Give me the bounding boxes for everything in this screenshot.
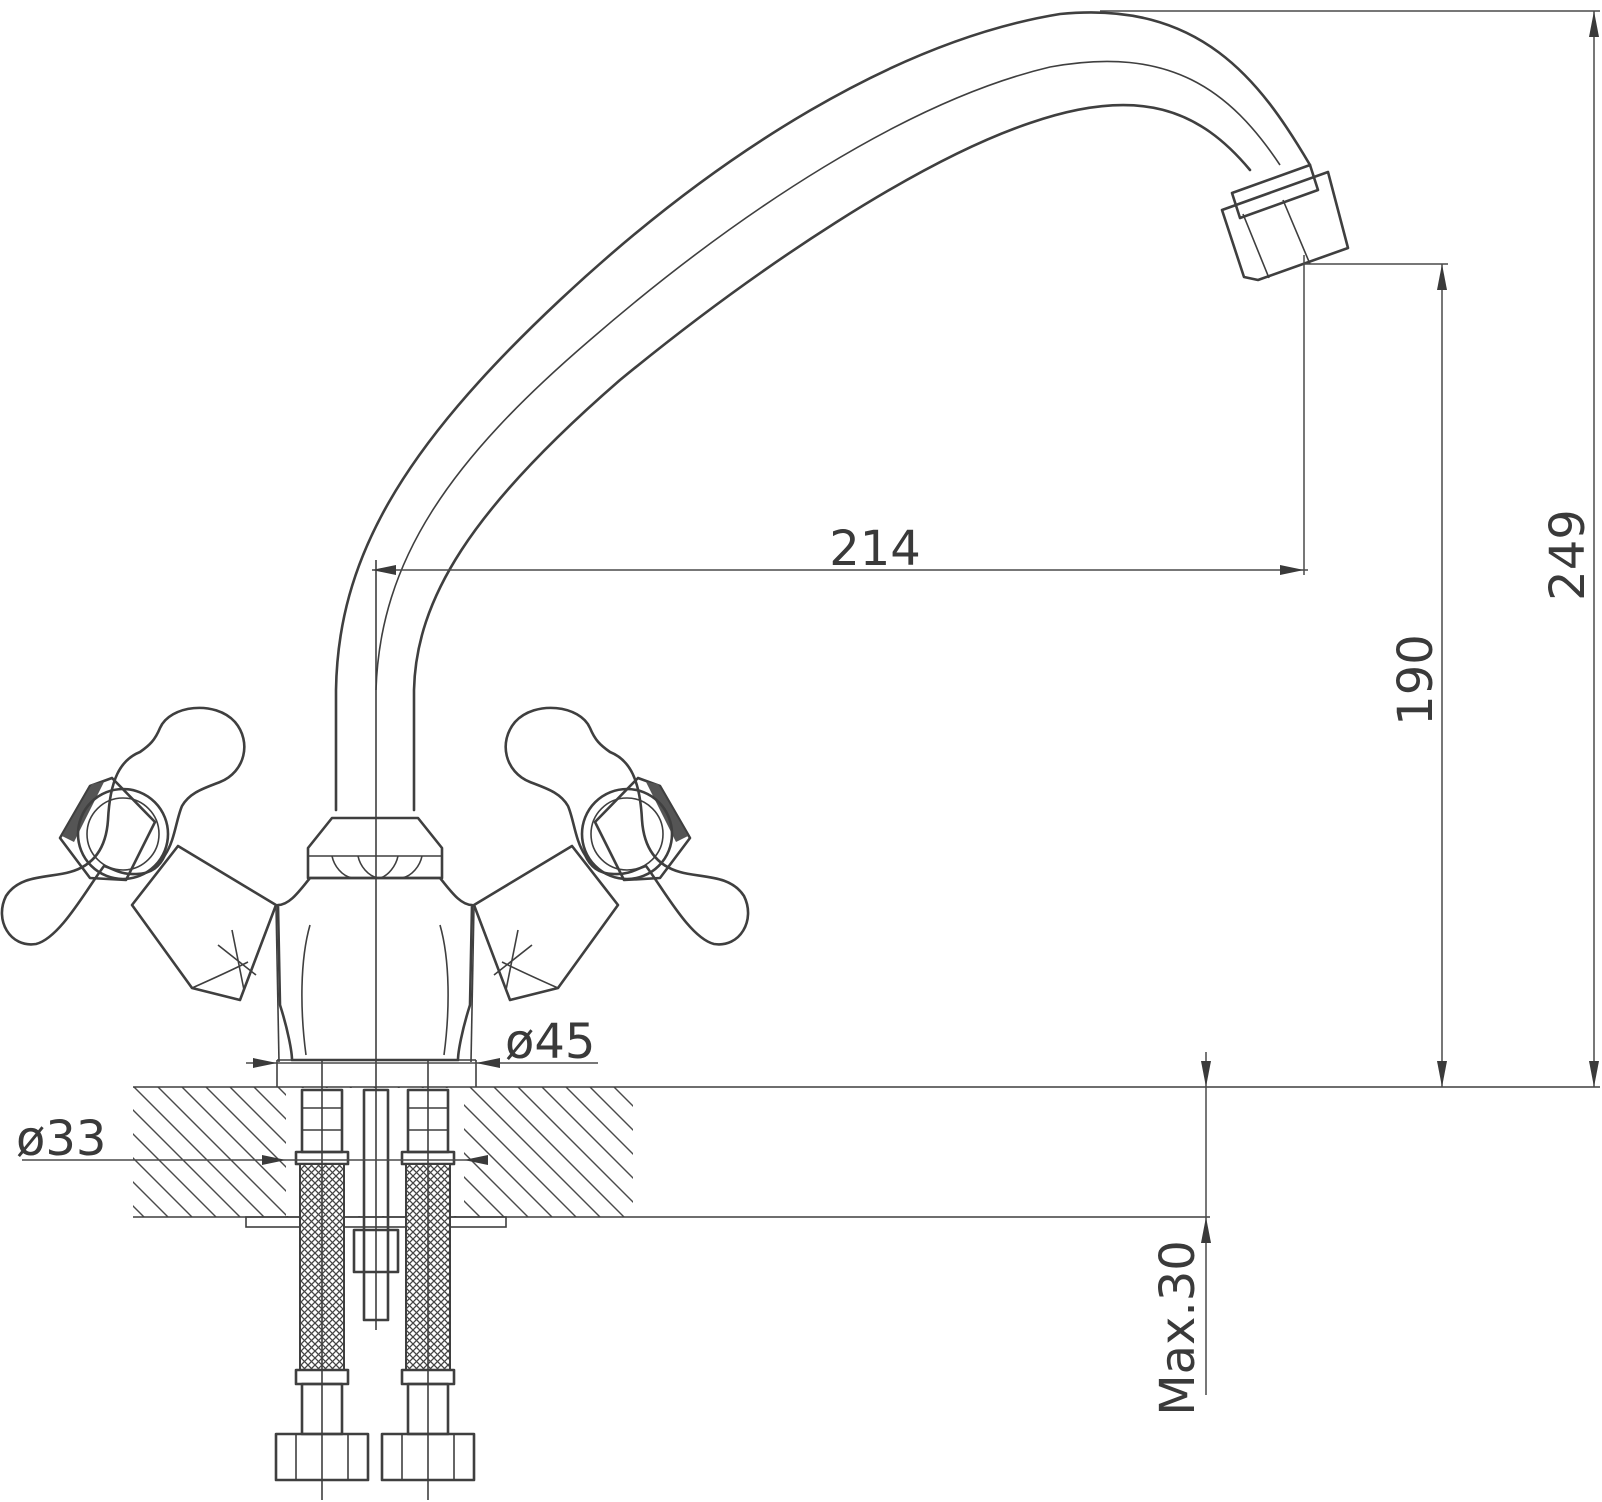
hatch-line [686, 1087, 826, 1227]
hatch-line [710, 1087, 850, 1227]
hatch-line [541, 1087, 633, 1179]
hatch-line [517, 1087, 633, 1203]
aerator [1220, 163, 1350, 282]
dimension-diameter-33: ø33 [16, 1111, 488, 1167]
hatch-line [806, 1087, 946, 1227]
dimension-label-190: 190 [1388, 634, 1444, 726]
dimension-diameter-45: ø45 [246, 1014, 598, 1070]
dimension-label-diameter-45: ø45 [505, 1014, 595, 1070]
hatch-line [613, 1087, 633, 1107]
spout [334, 11, 1350, 812]
hatch-line [133, 1157, 193, 1217]
dimension-249: 249 [1100, 10, 1600, 1087]
hatch-line [133, 1087, 265, 1217]
dimension-label-249: 249 [1540, 509, 1596, 601]
left-valve [130, 844, 280, 1063]
spout-collar-nut [306, 816, 444, 880]
dimension-label-diameter-33: ø33 [16, 1111, 106, 1167]
left-cross-handle[interactable] [0, 706, 246, 946]
dimension-214: 214 [372, 255, 1308, 577]
mixer-body [276, 876, 477, 1087]
hatch-line [638, 1087, 778, 1227]
hatch-line [662, 1087, 802, 1227]
hatch-line [734, 1087, 874, 1227]
dimension-label-214: 214 [829, 521, 921, 577]
hatch-line [445, 1087, 577, 1217]
dimension-max-30: Max.30 [1150, 1052, 1211, 1416]
hatch-line [469, 1087, 601, 1217]
dimension-190: 190 [1304, 263, 1448, 1087]
right-valve [470, 844, 620, 1063]
hatch-line [565, 1087, 633, 1155]
hatch-line [133, 1133, 217, 1217]
countertop-section [133, 1086, 1600, 1228]
hatch-line [493, 1087, 625, 1217]
hatch-line [758, 1087, 898, 1227]
hatch-line [782, 1087, 922, 1227]
hatch-line [157, 1087, 289, 1217]
hatch-line [133, 1109, 241, 1217]
hatch-line [589, 1087, 633, 1131]
hatch-line [133, 1181, 169, 1217]
dimension-label-max-30: Max.30 [1150, 1240, 1206, 1416]
right-cross-handle[interactable] [504, 706, 750, 946]
